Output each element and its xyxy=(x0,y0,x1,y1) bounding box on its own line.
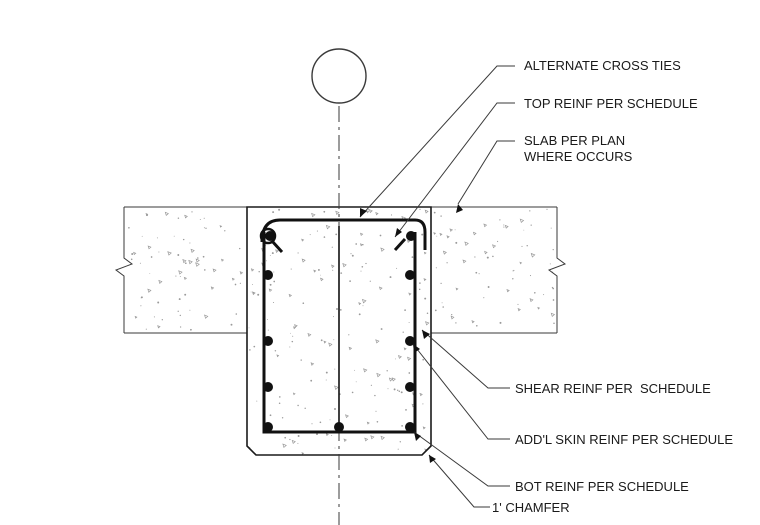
note-slab: SLAB PER PLAN WHERE OCCURS xyxy=(524,133,633,164)
skin-bar xyxy=(405,336,415,346)
note-skin-reinf: ADD'L SKIN REINF PER SCHEDULE xyxy=(515,432,733,447)
leaders xyxy=(359,65,515,508)
beam-outline xyxy=(246,206,432,456)
note-shear-reinf: SHEAR REINF PER SCHEDULE xyxy=(515,381,711,396)
leader-alternate-cross-ties xyxy=(359,65,515,218)
leader-top-reinf xyxy=(394,102,515,238)
grid-bubble xyxy=(311,48,367,104)
concrete-texture xyxy=(128,208,556,455)
top-bar-right xyxy=(406,231,416,241)
top-bar-left xyxy=(265,231,275,241)
leader-skin-reinf xyxy=(412,343,510,440)
leader-slab xyxy=(457,140,515,205)
skin-bar xyxy=(263,270,273,280)
bottom-bar xyxy=(334,422,344,432)
bottom-bar xyxy=(405,422,415,432)
stirrup xyxy=(259,218,427,434)
skin-bar xyxy=(263,336,273,346)
rebar-dots xyxy=(263,231,416,432)
slab-left xyxy=(114,206,247,334)
leader-chamfer xyxy=(428,454,490,508)
slab-right xyxy=(431,206,567,334)
leader-arrowheads xyxy=(360,204,463,463)
note-alternate-cross-ties: ALTERNATE CROSS TIES xyxy=(524,58,681,73)
skin-bar xyxy=(405,270,415,280)
note-top-reinf: TOP REINF PER SCHEDULE xyxy=(524,96,698,111)
skin-bar xyxy=(405,382,415,392)
skin-bar xyxy=(263,382,273,392)
leader-bot-reinf xyxy=(413,431,510,487)
annotations: ALTERNATE CROSS TIES TOP REINF PER SCHED… xyxy=(492,58,733,515)
leader-shear-reinf xyxy=(421,329,510,389)
note-bot-reinf: BOT REINF PER SCHEDULE xyxy=(515,479,689,494)
bottom-bar xyxy=(263,422,273,432)
note-chamfer: 1' CHAMFER xyxy=(492,500,570,515)
